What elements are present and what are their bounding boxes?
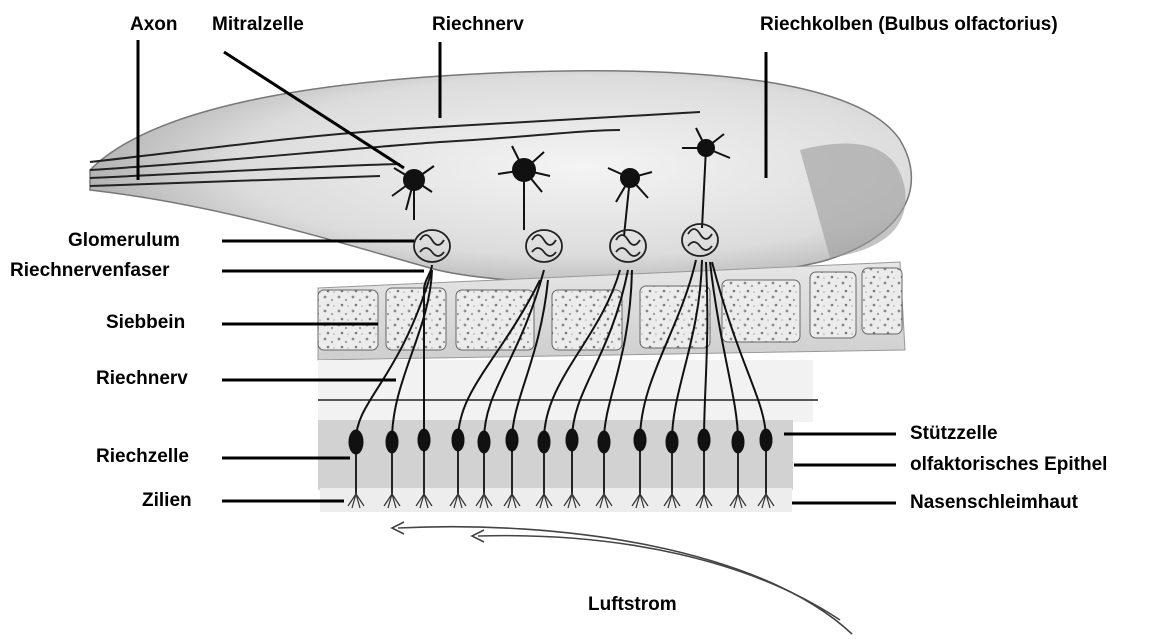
label-luftstrom: Luftstrom [588, 594, 677, 616]
airflow-arrows [392, 522, 852, 634]
label-stuetzzelle: Stützzelle [910, 423, 998, 445]
label-glomerulum: Glomerulum [68, 230, 180, 252]
label-mitralzelle: Mitralzelle [212, 14, 304, 36]
ethmoid-bone [318, 262, 905, 360]
olfactory-bulb [90, 71, 911, 283]
label-epithel: olfaktorisches Epithel [910, 454, 1107, 476]
label-riechnerv-mid: Riechnerv [96, 368, 188, 390]
label-riechnerv-top: Riechnerv [432, 14, 524, 36]
label-riechzelle: Riechzelle [96, 446, 189, 468]
label-siebbein: Siebbein [106, 312, 185, 334]
label-riechnervenfaser: Riechnervenfaser [10, 260, 169, 282]
label-zilien: Zilien [142, 490, 192, 512]
label-riechkolben: Riechkolben (Bulbus olfactorius) [760, 14, 1058, 36]
label-nasenschleimhaut: Nasenschleimhaut [910, 492, 1078, 514]
label-axon: Axon [130, 14, 178, 36]
